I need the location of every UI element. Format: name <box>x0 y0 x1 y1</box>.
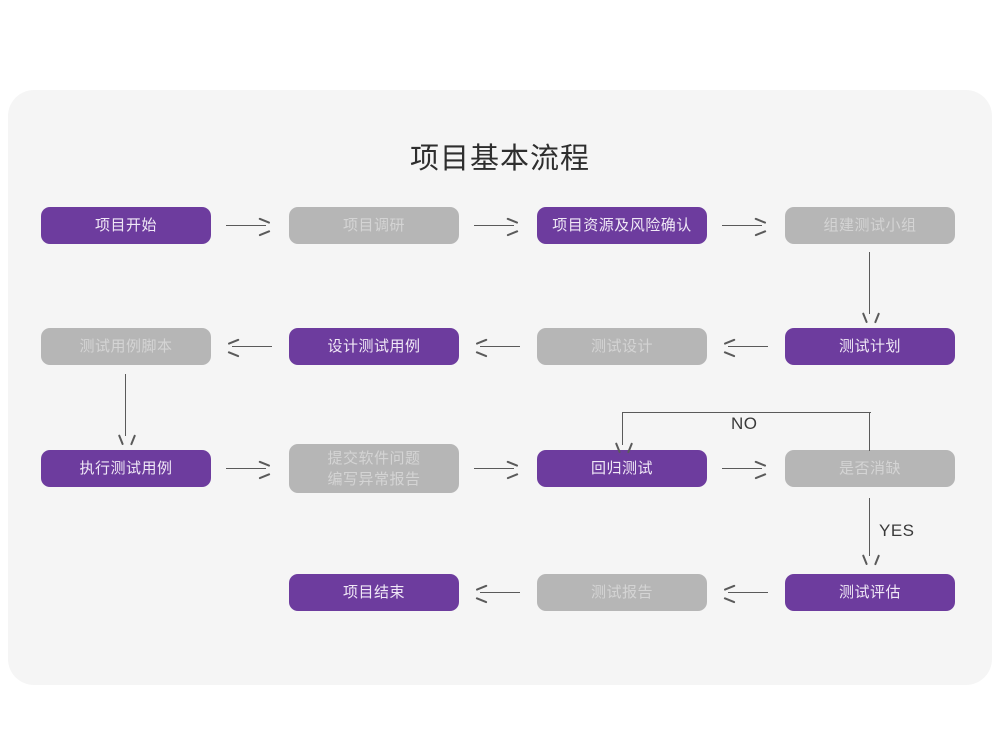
node-test-report[interactable]: 测试报告 <box>537 574 707 611</box>
edge-design-to-script <box>232 346 272 347</box>
node-test-plan[interactable]: 测试计划 <box>785 328 955 365</box>
edge-testdesign-to-designcase <box>480 346 520 347</box>
page-title: 项目基本流程 <box>409 141 590 175</box>
node-submit-bug-report[interactable]: 提交软件问题 编写异常报告 <box>289 444 459 493</box>
node-project-end[interactable]: 项目结束 <box>289 574 459 611</box>
node-regression-test[interactable]: 回归测试 <box>537 450 707 487</box>
node-project-start[interactable]: 项目开始 <box>41 207 211 244</box>
node-resource-risk[interactable]: 项目资源及风险确认 <box>537 207 707 244</box>
node-defect-cleared[interactable]: 是否消缺 <box>785 450 955 487</box>
edge-label-no: NO <box>731 414 758 433</box>
edge-evaluation-to-report <box>728 592 768 593</box>
edge-no-loop-riser <box>869 412 870 451</box>
node-test-case-script[interactable]: 测试用例脚本 <box>41 328 211 365</box>
edge-start-to-research <box>226 225 266 226</box>
edge-report-to-end <box>480 592 520 593</box>
edge-label-yes: YES <box>879 521 915 540</box>
edge-team-to-plan <box>869 252 870 314</box>
node-project-research[interactable]: 项目调研 <box>289 207 459 244</box>
node-test-evaluation[interactable]: 测试评估 <box>785 574 955 611</box>
edge-research-to-resource <box>474 225 514 226</box>
node-execute-test-case[interactable]: 执行测试用例 <box>41 450 211 487</box>
edge-bugreport-to-regression <box>474 468 514 469</box>
edge-no-loop-drop <box>622 412 623 445</box>
edge-script-to-execute <box>125 374 126 436</box>
node-build-test-team[interactable]: 组建测试小组 <box>785 207 955 244</box>
edge-execute-to-bugreport <box>226 468 266 469</box>
edge-no-loop-top <box>622 412 871 413</box>
edge-resource-to-team <box>722 225 762 226</box>
node-design-test-case[interactable]: 设计测试用例 <box>289 328 459 365</box>
edge-regression-to-defect <box>722 468 762 469</box>
node-test-design[interactable]: 测试设计 <box>537 328 707 365</box>
edge-yes-branch <box>869 498 870 556</box>
edge-plan-to-testdesign <box>728 346 768 347</box>
